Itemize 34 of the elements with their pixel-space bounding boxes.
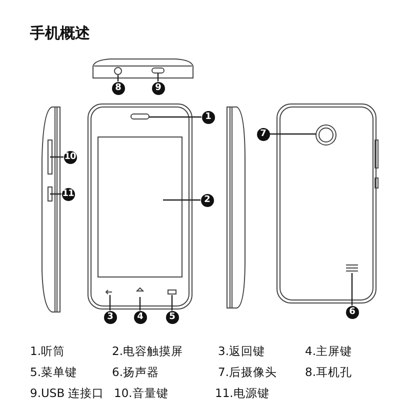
callout-number: 1 [202, 110, 214, 124]
callout-number: 8 [112, 82, 124, 94]
leader-line [139, 297, 141, 310]
callout-number: 5 [166, 310, 178, 324]
leader-line [351, 273, 353, 306]
part-label: 3.返回键 [218, 344, 265, 358]
leader-line [270, 133, 316, 135]
leader-line [163, 199, 200, 201]
part-label: 8.耳机孔 [305, 365, 352, 379]
callout-number: 3 [104, 310, 116, 324]
leader-line [171, 295, 173, 310]
leader-line [157, 73, 159, 82]
part-label: 2.电容触摸屏 [112, 344, 183, 358]
callout-number: 11 [62, 188, 74, 200]
part-label: 9.USB 连接口 [30, 386, 104, 400]
part-label: 4.主屏键 [305, 344, 352, 358]
callout-number: 10 [64, 150, 76, 164]
part-label: 6.扬声器 [112, 365, 159, 379]
part-label: 11.电源键 [215, 386, 270, 400]
leader-line [50, 156, 64, 158]
callout-number: 4 [134, 310, 146, 324]
part-label: 7.后摄像头 [218, 365, 277, 379]
title: 手机概述 [30, 24, 90, 43]
leader-line [50, 193, 62, 195]
callout-number: 6 [346, 306, 358, 318]
callout-number: 9 [152, 82, 164, 94]
part-label: 10.音量键 [114, 386, 168, 400]
part-label: 5.菜单键 [30, 365, 77, 379]
callout-number: 2 [200, 194, 214, 206]
leader-line [109, 295, 111, 310]
callout-number: 7 [256, 128, 270, 140]
leader-line [149, 116, 202, 118]
leader-line [117, 75, 119, 82]
part-label: 1.听筒 [30, 344, 65, 358]
